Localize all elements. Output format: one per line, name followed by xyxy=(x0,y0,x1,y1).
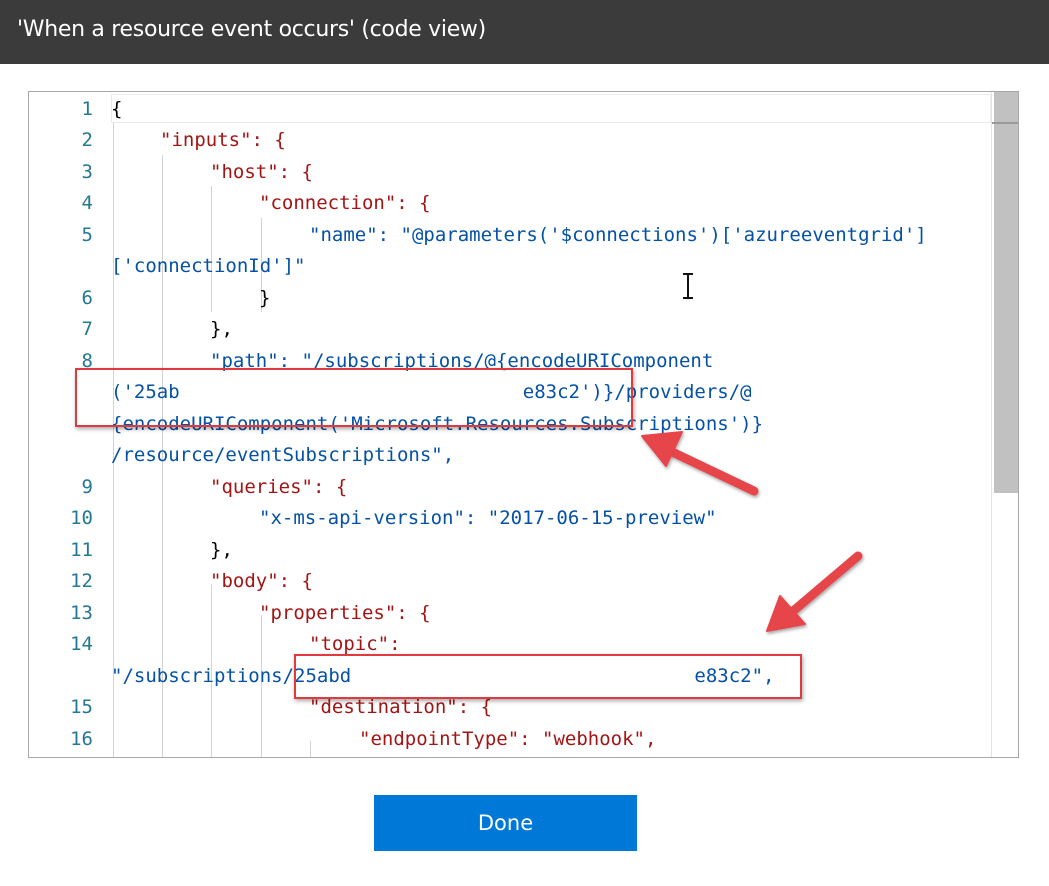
code-text: "x-ms-api-version": "2017-06-15-preview" xyxy=(259,507,717,529)
code-line: 9 "queries": { xyxy=(29,472,991,503)
code-line: 16 "endpointType": "webhook", xyxy=(29,724,991,755)
dialog-title-bar: 'When a resource event occurs' (code vie… xyxy=(0,0,1049,64)
code-line-wrapped: {encodeURIComponent('Microsoft.Resources… xyxy=(29,409,991,440)
vertical-scrollbar[interactable] xyxy=(991,92,1018,757)
code-line: 14 "topic": xyxy=(29,629,991,660)
code-line: 2 "inputs": { xyxy=(29,125,991,156)
code-text: ['connectionId']" xyxy=(111,255,306,277)
code-text: { xyxy=(111,98,123,120)
indent-guide xyxy=(261,218,262,312)
code-line: 7 }, xyxy=(29,314,991,345)
code-line: 13 "properties": { xyxy=(29,598,991,629)
indent-guide xyxy=(162,155,163,757)
code-text: ('25ab e83c2')}/providers/@ xyxy=(111,381,752,403)
code-text: }, xyxy=(210,539,233,561)
code-line: 15 "destination": { xyxy=(29,692,991,723)
line-number: 11 xyxy=(70,539,93,561)
line-number: 7 xyxy=(81,318,93,340)
redaction-highlight-box xyxy=(75,368,633,427)
line-number: 10 xyxy=(70,507,93,529)
line-number: 16 xyxy=(70,728,93,750)
code-text: "topic": xyxy=(309,633,401,655)
code-text: }, xyxy=(210,318,233,340)
line-number: 15 xyxy=(70,696,93,718)
scrollbar-thumb[interactable] xyxy=(994,92,1018,493)
code-text: "queries": { xyxy=(210,476,348,498)
indent-guide xyxy=(211,186,212,312)
code-line: 3 "host": { xyxy=(29,157,991,188)
code-line-wrapped: "/subscriptions/25abd e83c2", xyxy=(29,661,991,692)
code-line: 1 { xyxy=(29,94,991,125)
line-number: 14 xyxy=(70,633,93,655)
code-text: "/subscriptions/25abd e83c2", xyxy=(111,665,775,687)
line-number: 13 xyxy=(70,602,93,624)
code-line: 5 "name": "@parameters('$connections')['… xyxy=(29,220,991,251)
code-text: /resource/eventSubscriptions", xyxy=(111,444,455,466)
code-text: "path": "/subscriptions/@{encodeURICompo… xyxy=(210,350,714,372)
code-text: "body": { xyxy=(210,570,313,592)
line-number: 1 xyxy=(81,98,93,120)
code-line: 6 } xyxy=(29,283,991,314)
current-line-highlight xyxy=(111,94,991,123)
line-number: 5 xyxy=(81,224,93,246)
code-line: 11 }, xyxy=(29,535,991,566)
code-editor[interactable]: 1 { 2 "inputs": { 3 "host": { 4 "connect… xyxy=(28,91,1019,758)
code-line: 4 "connection": { xyxy=(29,188,991,219)
code-text: "properties": { xyxy=(259,602,431,624)
code-text: "host": { xyxy=(210,161,313,183)
code-text: {encodeURIComponent('Microsoft.Resources… xyxy=(111,413,764,435)
redaction-highlight-box xyxy=(294,654,802,699)
line-number: 9 xyxy=(81,476,93,498)
indent-guide xyxy=(113,123,114,757)
code-text: "connection": { xyxy=(259,192,431,214)
indent-guide xyxy=(310,741,311,757)
line-number: 6 xyxy=(81,287,93,309)
code-line-wrapped: /resource/eventSubscriptions", xyxy=(29,440,991,471)
code-line: 8 "path": "/subscriptions/@{encodeURICom… xyxy=(29,346,991,377)
line-number: 3 xyxy=(81,161,93,183)
done-button[interactable]: Done xyxy=(374,795,637,851)
line-number: 2 xyxy=(81,129,93,151)
code-text: "destination": { xyxy=(309,696,493,718)
code-line: 12 "body": { xyxy=(29,566,991,597)
code-text: "name": "@parameters('$connections')['az… xyxy=(309,224,927,246)
indent-guide xyxy=(261,615,262,757)
code-text: } xyxy=(259,287,271,309)
line-number: 8 xyxy=(81,350,93,372)
code-line-wrapped: ('25ab e83c2')}/providers/@ xyxy=(29,377,991,408)
code-line-wrapped: ['connectionId']" xyxy=(29,251,991,282)
line-number: 12 xyxy=(70,570,93,592)
scrollbar-cursor-marker xyxy=(992,122,1018,124)
code-line: 10 "x-ms-api-version": "2017-06-15-previ… xyxy=(29,503,991,534)
line-number: 4 xyxy=(81,192,93,214)
dialog-title: 'When a resource event occurs' (code vie… xyxy=(17,17,486,42)
code-text: "endpointType": "webhook", xyxy=(359,728,657,750)
i-beam-cursor-icon xyxy=(683,273,693,299)
indent-guide xyxy=(211,584,212,757)
code-text: "inputs": { xyxy=(160,129,286,151)
